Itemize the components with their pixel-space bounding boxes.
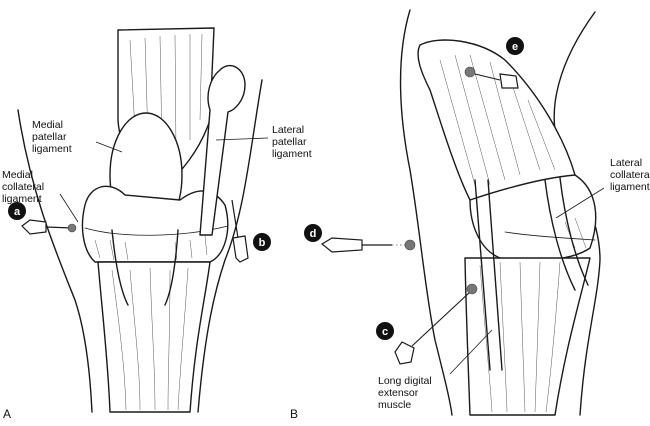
injection-site-c [466, 283, 478, 295]
label-medial-patellar-line2: patellar [32, 131, 67, 143]
svg-text:e: e [512, 41, 518, 53]
label-lateral-collateral-line2: collateral [610, 169, 650, 181]
femur-b [417, 39, 576, 201]
panel-label-a: A [3, 407, 11, 421]
marker-b: b [253, 233, 271, 251]
tibia-hatching-a [111, 267, 189, 411]
label-medial-patellar-line1: Medial [32, 119, 63, 131]
leader-long-digital [449, 329, 493, 375]
label-lateral-patellar-line2: patellar [272, 136, 307, 148]
injection-site-a [67, 223, 77, 233]
skin-outline-front-b [399, 9, 453, 416]
lateral-patellar-ligament-band-a [199, 65, 246, 236]
lateral-collateral-ligament-line-2 [559, 177, 589, 286]
needle-d [320, 237, 416, 253]
label-lateral-collateral-line1: Lateral [610, 157, 642, 169]
femoral-condyle-b [469, 174, 597, 261]
label-medial-collateral-line1: Medial [2, 169, 33, 181]
label-medial-collateral-line2: collateral [2, 181, 44, 193]
leader-medial-patellar [95, 141, 123, 153]
skin-outline-lateral-a [197, 79, 263, 413]
needle-a [21, 219, 77, 235]
marker-a: a [8, 202, 26, 220]
panel-label-b: B [290, 407, 298, 421]
svg-text:d: d [310, 228, 317, 240]
skin-outline-medial-a [17, 109, 93, 413]
femoral-condyles-a [81, 185, 229, 263]
label-long-digital-line3: muscle [378, 399, 411, 411]
label-lateral-collateral-line3: ligament [610, 181, 650, 193]
label-long-digital-line2: extensor [378, 387, 419, 399]
panel-b-illustration [320, 9, 605, 416]
needle-c [394, 283, 478, 365]
injection-site-e [464, 66, 476, 78]
marker-d: d [304, 224, 322, 242]
svg-text:a: a [14, 206, 21, 218]
tibia-a [97, 261, 211, 413]
femur-hatching-b [439, 54, 556, 186]
lateral-collateral-ligament-line [544, 179, 576, 291]
marker-c: c [376, 322, 394, 340]
label-lateral-patellar-line1: Lateral [272, 124, 304, 136]
leader-lateral-patellar [215, 137, 269, 141]
leader-medial-collateral [59, 193, 79, 223]
label-lateral-patellar-line3: ligament [272, 148, 312, 160]
medial-patellar-ligament-line [111, 229, 129, 306]
needle-b [231, 199, 249, 263]
marker-e: e [506, 37, 524, 55]
needle-e [464, 66, 519, 89]
panel-a-illustration [17, 27, 269, 413]
svg-text:c: c [382, 326, 388, 338]
joint-line-b [504, 231, 596, 241]
label-long-digital-line1: Long digital [378, 375, 432, 387]
long-digital-extensor-tendon [474, 179, 491, 371]
leader-lateral-collateral [555, 187, 605, 219]
svg-text:b: b [259, 237, 266, 249]
tibia-hatching-b [479, 261, 561, 413]
label-medial-patellar-line3: ligament [32, 143, 72, 155]
long-digital-extensor-tendon-2 [487, 179, 503, 371]
injection-site-d [404, 239, 416, 251]
label-medial-collateral-line3: ligament [2, 193, 42, 205]
lateral-patellar-ligament-line [164, 229, 179, 306]
femur-hatching-a [129, 33, 203, 151]
